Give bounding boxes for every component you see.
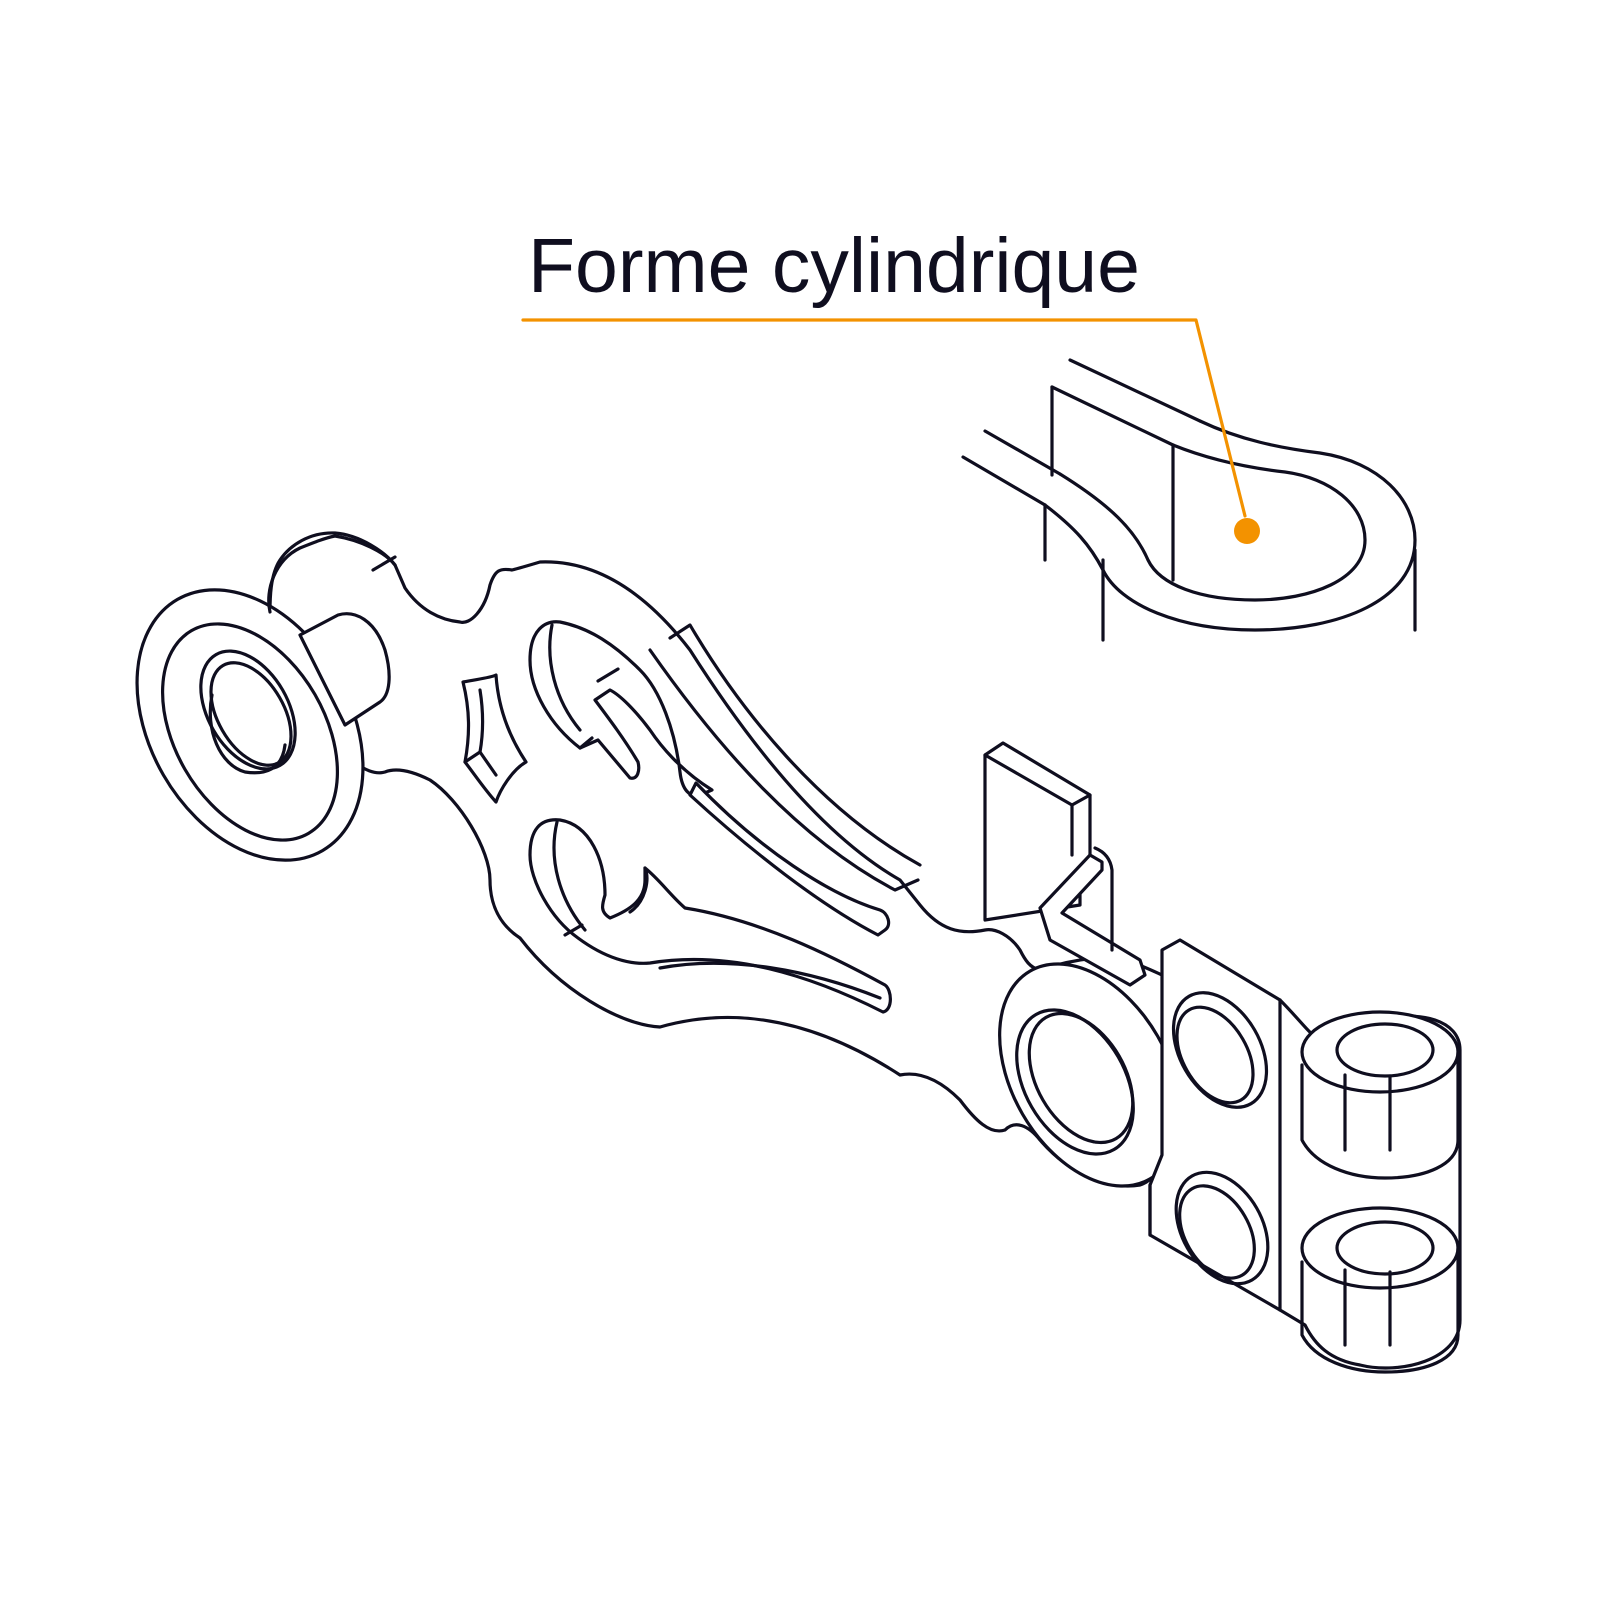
callout-label: Forme cylindrique <box>528 223 1140 309</box>
right-end-block <box>1148 938 1462 1370</box>
belay-device <box>135 531 1462 1374</box>
callout: Forme cylindrique <box>521 223 1247 518</box>
upper-rope-slot <box>528 620 714 798</box>
callout-leader-line <box>521 318 1247 518</box>
detail-view <box>961 358 1417 642</box>
lower-rope-slot <box>528 818 892 1014</box>
axle-hub <box>298 612 391 727</box>
triangular-window <box>461 673 528 804</box>
callout-dot <box>1234 518 1260 544</box>
connector-plate <box>1038 853 1147 987</box>
upper-long-slot <box>688 781 891 937</box>
